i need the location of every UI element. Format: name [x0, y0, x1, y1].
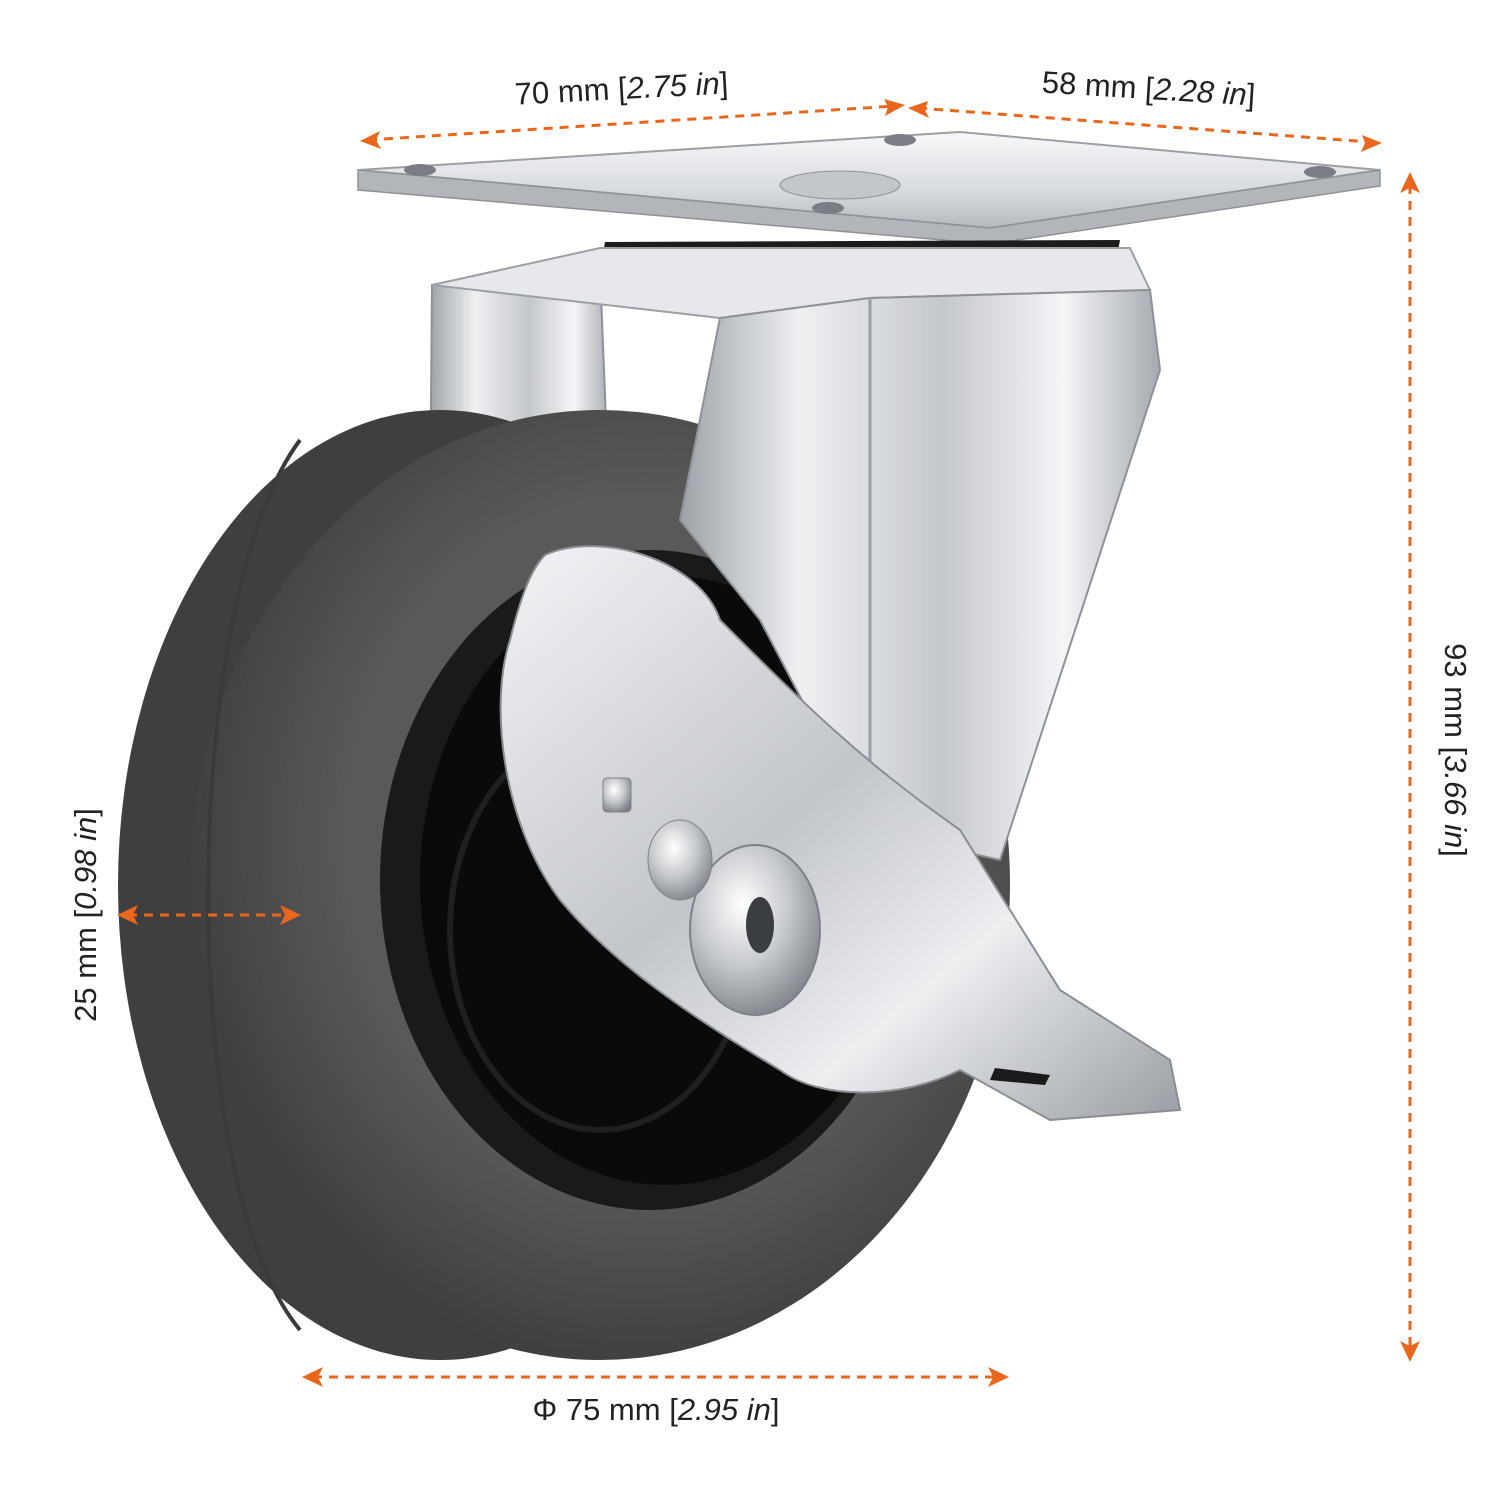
- chevron-arrowhead-icon: [908, 101, 929, 118]
- top-plate: [357, 130, 1381, 245]
- chevron-arrowhead-icon: [884, 99, 905, 116]
- chevron-arrowhead-icon: [280, 905, 301, 925]
- chevron-arrowhead-icon: [302, 1367, 323, 1387]
- brake-lever: [499, 545, 1182, 1122]
- label-total-height: 93 mm [3.66 in]: [1438, 643, 1473, 857]
- label-wheel-width: 25 mm [0.98 in]: [68, 808, 103, 1022]
- chevron-arrowhead-icon: [1400, 1341, 1420, 1362]
- dimension-lines: [128, 104, 1412, 1379]
- mount-hole-front: [812, 202, 844, 214]
- axle-bolt-center: [746, 897, 774, 953]
- mount-hole-back: [884, 134, 916, 146]
- label-wheel-diameter: Φ 75 mm [2.95 in]: [532, 1392, 779, 1427]
- brake-pin: [602, 777, 632, 813]
- caster-illustration: [118, 130, 1381, 1360]
- chevron-arrowhead-icon: [1361, 135, 1382, 152]
- chevron-arrowhead-icon: [988, 1367, 1009, 1387]
- axle-nut: [647, 819, 713, 901]
- mount-hole-right: [1304, 166, 1336, 178]
- fork-front-leg: [678, 288, 1162, 862]
- brake-pedal-slot: [990, 1068, 1050, 1085]
- wheel-tread-edge-line: [206, 438, 302, 1332]
- mount-hole-left: [404, 164, 436, 176]
- chevron-arrowhead-icon: [117, 905, 138, 925]
- brake-lever-body: [499, 545, 1182, 1122]
- kingpin-rivet: [779, 170, 901, 200]
- dim-line-plate-width: [367, 104, 896, 142]
- top-plate-edge: [357, 169, 1381, 245]
- label-plate-width: 70 mm [2.75 in]: [514, 65, 729, 111]
- chevron-arrowhead-icon: [1400, 172, 1420, 193]
- dim-line-plate-depth: [917, 106, 1371, 144]
- dimension-arrowheads: [117, 99, 1420, 1387]
- chevron-arrowhead-icon: [360, 131, 381, 149]
- fork-front: [431, 247, 1162, 862]
- label-plate-depth: 58 mm [2.28 in]: [1041, 65, 1256, 113]
